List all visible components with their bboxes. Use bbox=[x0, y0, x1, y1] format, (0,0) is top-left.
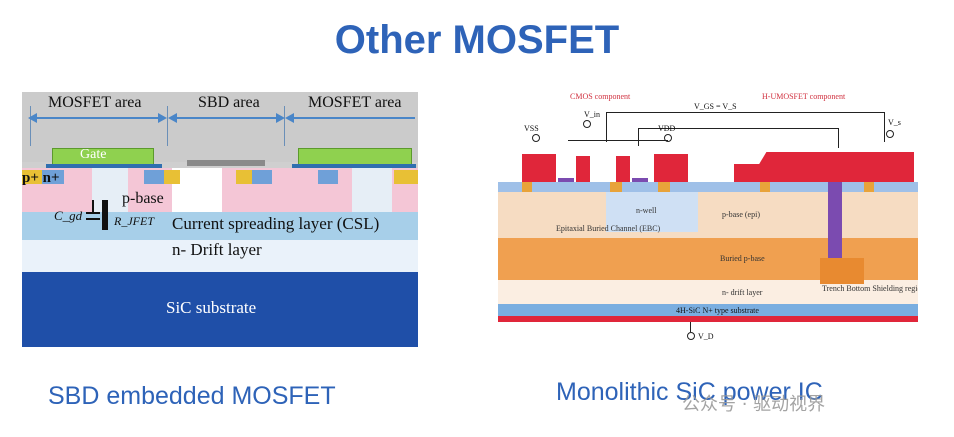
terminal-icon bbox=[664, 134, 672, 142]
substrate-label: 4H-SiC N+ type substrate bbox=[676, 306, 759, 315]
n-plus-contact bbox=[144, 170, 164, 184]
metal-contact bbox=[522, 154, 556, 182]
buried-p-base-label: Buried p-base bbox=[720, 254, 765, 263]
vgs-eq-label: V_GS = V_S bbox=[694, 102, 737, 111]
vs-label: V_s bbox=[888, 118, 901, 127]
cgd-label: C_gd bbox=[54, 208, 83, 223]
jfet-region bbox=[92, 168, 128, 212]
area-divider bbox=[30, 106, 31, 146]
terminal-icon bbox=[886, 130, 894, 138]
p-base-epi-layer bbox=[498, 192, 918, 238]
umosfet-label: H-UMOSFET component bbox=[762, 92, 846, 101]
arrowhead-right bbox=[158, 113, 167, 123]
p-plus-contact bbox=[22, 170, 42, 184]
terminal-icon bbox=[583, 120, 591, 128]
slide-title: Other MOSFET bbox=[334, 18, 620, 62]
umosfet-source-metal bbox=[734, 152, 914, 182]
wire bbox=[690, 322, 691, 332]
power-ic-diagram: CMOS component H-UMOSFET component V_GS … bbox=[498, 88, 918, 346]
p-plus-contact bbox=[236, 170, 252, 184]
capacitor-plate bbox=[86, 218, 100, 220]
n-plus-contact bbox=[318, 170, 338, 184]
area-arrow bbox=[287, 117, 415, 119]
arrowhead-left bbox=[285, 113, 294, 123]
vin-label: V_in bbox=[584, 110, 600, 119]
n-well-region bbox=[606, 192, 698, 232]
p-base-label: p-base bbox=[122, 190, 164, 207]
sbd-mosfet-diagram: MOSFET area SBD area MOSFET area Gate p+… bbox=[22, 92, 418, 347]
p-plus-n-plus-label: p+ n+ bbox=[22, 170, 60, 186]
sbd-metal bbox=[187, 160, 265, 166]
csl-label: Current spreading layer (CSL) bbox=[172, 214, 380, 233]
vss-label: VSS bbox=[524, 124, 539, 133]
terminal-icon bbox=[532, 134, 540, 142]
metal-contact bbox=[616, 156, 630, 182]
area-arrow bbox=[32, 117, 164, 119]
trench-shielding-region bbox=[820, 258, 864, 284]
rjfet-resistor bbox=[102, 200, 108, 230]
arrowhead-left bbox=[28, 113, 37, 123]
area-arrow bbox=[170, 117, 282, 119]
gate-oxide bbox=[292, 164, 416, 168]
jfet-region bbox=[352, 168, 392, 212]
trench-shield-label: Trench Bottom Shielding region bbox=[822, 284, 918, 293]
substrate-layer bbox=[498, 304, 918, 316]
ebc-label: Epitaxial Buried Channel (EBC) bbox=[556, 224, 661, 233]
wire bbox=[606, 112, 884, 113]
p-plus-region bbox=[610, 182, 622, 192]
area-label-sbd: SBD area bbox=[198, 94, 260, 111]
area-label-mosfet-left: MOSFET area bbox=[48, 94, 142, 111]
n-well-label: n-well bbox=[636, 206, 657, 215]
cmos-gate bbox=[632, 178, 648, 183]
substrate-label: SiC substrate bbox=[166, 298, 257, 317]
watermark: 公众号 · 驱动视界 bbox=[682, 394, 826, 415]
rjfet-label: R_JFET bbox=[114, 214, 154, 228]
wire bbox=[568, 140, 668, 141]
p-plus-region bbox=[522, 182, 532, 192]
wire bbox=[838, 128, 839, 148]
metal-contact bbox=[576, 156, 590, 182]
p-plus-contact bbox=[164, 170, 180, 184]
cmos-label: CMOS component bbox=[570, 92, 631, 101]
arrowhead-right bbox=[276, 113, 285, 123]
csl-layer bbox=[22, 212, 418, 240]
terminal-icon bbox=[687, 332, 695, 340]
drift-label: n- Drift layer bbox=[172, 240, 262, 259]
right-caption: Monolithic SiC power IC bbox=[556, 378, 823, 406]
capacitor-lead bbox=[92, 200, 94, 212]
n-plus-contact bbox=[252, 170, 272, 184]
wire bbox=[606, 112, 607, 142]
area-divider bbox=[167, 106, 168, 146]
cmos-gate bbox=[558, 178, 574, 183]
substrate-layer bbox=[22, 272, 418, 347]
drift-layer bbox=[498, 280, 918, 304]
wire bbox=[884, 112, 885, 142]
capacitor-plate bbox=[86, 212, 100, 214]
vdd-label: VDD bbox=[658, 124, 676, 133]
left-caption: SBD embedded MOSFET bbox=[48, 382, 336, 410]
drain-metal bbox=[498, 316, 918, 322]
metal-contact bbox=[654, 154, 688, 182]
area-divider bbox=[284, 106, 285, 146]
p-plus-region bbox=[864, 182, 874, 192]
arrowhead-left bbox=[168, 113, 177, 123]
p-plus-region bbox=[760, 182, 770, 192]
gate-label: Gate bbox=[80, 147, 107, 162]
p-base-epi-label: p-base (epi) bbox=[722, 210, 760, 219]
drift-label: n- drift layer bbox=[722, 288, 763, 297]
wire bbox=[638, 128, 838, 129]
area-label-mosfet-right: MOSFET area bbox=[308, 94, 402, 111]
vd-label: V_D bbox=[698, 332, 714, 341]
drift-layer bbox=[22, 240, 418, 272]
p-plus-contact bbox=[394, 170, 418, 184]
trench-gate bbox=[828, 182, 842, 262]
schottky-region bbox=[172, 168, 222, 212]
n-plus-contact bbox=[42, 170, 64, 184]
p-plus-region bbox=[658, 182, 670, 192]
surface-layer bbox=[498, 182, 918, 192]
gate-oxide bbox=[46, 164, 162, 168]
wire bbox=[638, 128, 639, 146]
